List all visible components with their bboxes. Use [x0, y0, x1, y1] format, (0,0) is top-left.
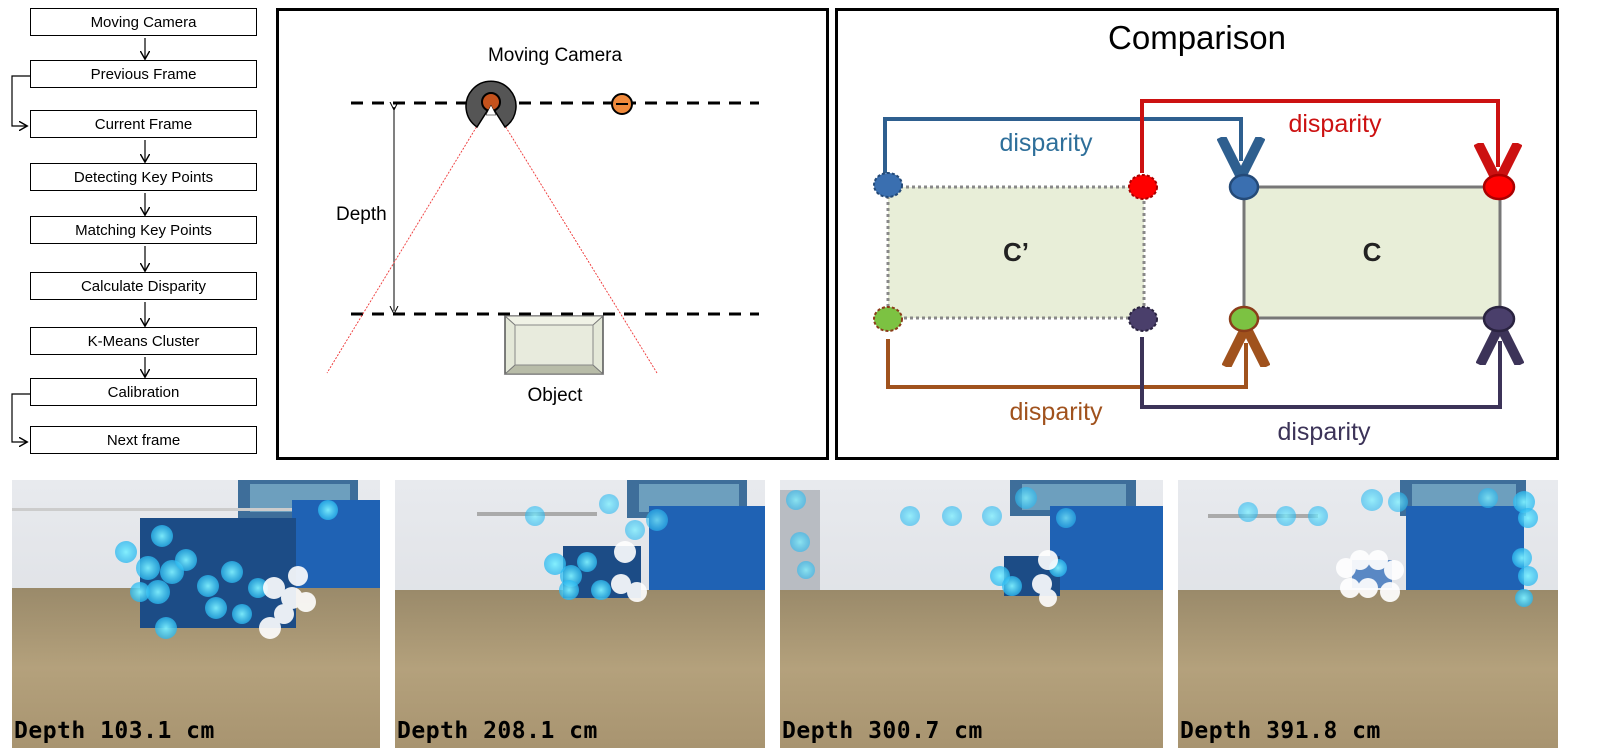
flow-step-matching-key-points: Matching Key Points: [30, 216, 257, 244]
flow-step-moving-camera: Moving Camera: [30, 8, 257, 36]
flowchart-connectors: [11, 38, 270, 470]
object-box: [503, 315, 605, 375]
disparity-arrow-blue: [883, 117, 1241, 173]
depth-label: Depth: [336, 204, 387, 225]
depth-caption-2: Depth 208.1 cm: [397, 718, 598, 744]
second-camera-icon: [611, 93, 633, 115]
comparison-diagram: Comparison C’ C disparity disparity disp…: [873, 19, 1556, 446]
camera-label: Moving Camera: [488, 45, 623, 66]
camera-depth-panel: Moving Camera Depth Object: [276, 8, 829, 460]
flow-step-current-frame: Current Frame: [30, 110, 257, 138]
comparison-title: Comparison: [1108, 19, 1286, 56]
flow-step-calculate-disparity: Calculate Disparity: [30, 272, 257, 300]
depth-photo-4: Depth 391.8 cm: [1178, 480, 1558, 748]
disparity-label-top-right: disparity: [1288, 110, 1382, 138]
point-c-prime-top-left: [873, 172, 903, 198]
point-c-bottom-left: [1228, 305, 1260, 333]
depth-photo-1-scene: [12, 480, 380, 748]
point-c-prime-bottom-right: [1128, 306, 1158, 332]
previous-rect-c-prime: [886, 185, 1146, 320]
depth-caption-4: Depth 391.8 cm: [1180, 718, 1381, 744]
point-c-bottom-right: [1482, 305, 1516, 333]
flow-step-calibration: Calibration: [30, 378, 257, 406]
depth-caption-3: Depth 300.7 cm: [782, 718, 983, 744]
camera-icon: [465, 80, 517, 129]
disparity-arrow-red: [1140, 99, 1498, 173]
point-c-top-left: [1228, 173, 1260, 201]
flow-step-next-frame: Next frame: [30, 426, 257, 454]
camera-depth-diagram: Moving Camera Depth Object: [326, 45, 759, 406]
depth-photo-4-scene: [1178, 480, 1558, 748]
disparity-label-top-left: disparity: [999, 129, 1093, 157]
object-label: Object: [528, 385, 584, 406]
point-c-prime-bottom-left: [873, 306, 903, 332]
depth-caption-1: Depth 103.1 cm: [14, 718, 215, 744]
view-ray-left: [326, 102, 492, 374]
depth-photo-3: Depth 300.7 cm: [780, 480, 1163, 748]
disparity-label-bottom-right: disparity: [1277, 418, 1371, 446]
current-rect-c: [1242, 185, 1502, 320]
view-ray-right: [490, 102, 658, 374]
depth-photo-2: Depth 208.1 cm: [395, 480, 765, 748]
flow-step-previous-frame: Previous Frame: [30, 60, 257, 88]
rect-label-c-prime: C’: [1003, 237, 1029, 267]
point-c-top-right: [1482, 173, 1516, 201]
depth-photo-3-scene: [780, 480, 1163, 748]
disparity-label-bottom-left: disparity: [1009, 398, 1103, 426]
flow-step-detecting-key-points: Detecting Key Points: [30, 163, 257, 191]
disparity-arrow-purple: [1140, 337, 1500, 409]
depth-photo-2-scene: [395, 480, 765, 748]
flow-step-k-means-cluster: K-Means Cluster: [30, 327, 257, 355]
point-c-prime-top-right: [1128, 174, 1158, 200]
rect-label-c: C: [1363, 237, 1382, 267]
comparison-panel: Comparison C’ C disparity disparity disp…: [835, 8, 1559, 460]
depth-photo-1: Depth 103.1 cm: [12, 480, 380, 748]
disparity-arrow-orange: [886, 339, 1246, 389]
